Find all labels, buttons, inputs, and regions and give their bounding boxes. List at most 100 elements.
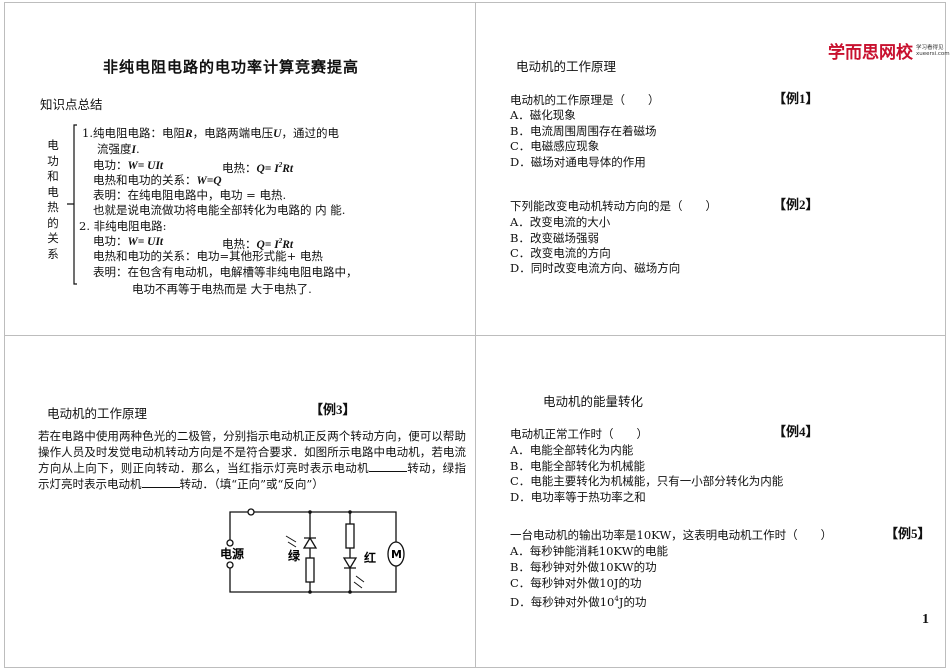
vertical-char: 电 bbox=[47, 184, 59, 199]
pure-work: 电功：W= UIt bbox=[93, 158, 163, 173]
q2-option-b: B．改变磁场强弱 bbox=[510, 231, 599, 245]
vertical-char: 系 bbox=[47, 246, 59, 261]
slide2-heading: 电动机的工作原理 bbox=[516, 59, 617, 74]
text: 电热和电功的关系： bbox=[93, 173, 197, 187]
text: 1.纯电阻电路：电阻 bbox=[82, 126, 185, 140]
q1-option-b: B．电流周围周围存在着磁场 bbox=[510, 124, 657, 138]
junction bbox=[308, 590, 312, 594]
text: D．每秒钟对外做10 bbox=[510, 594, 615, 609]
nonpure-note-2: 电功不再等于电热而是 大于电热了. bbox=[132, 282, 312, 296]
q4-option-a: A．电能全部转化为内能 bbox=[510, 443, 634, 457]
q2-option-c: C．改变电流的方向 bbox=[510, 246, 611, 260]
vertical-char: 关 bbox=[47, 231, 59, 245]
brace bbox=[67, 124, 77, 285]
nonpure-note-1: 表明：在包含有电动机，电解槽等非纯电阻电路中， bbox=[93, 265, 358, 279]
vertical-label: 电 功 和 电 热 的 关 系 bbox=[46, 138, 60, 262]
vertical-char: 和 bbox=[47, 169, 59, 183]
nonpure-heat: 电热：Q= I2Rt bbox=[222, 234, 293, 252]
q5-stem: 一台电动机的输出功率是10KW，这表明电动机工作时（ ） bbox=[510, 528, 833, 542]
q2-tag: 【例2】 bbox=[773, 197, 819, 212]
formula: W= UIt bbox=[127, 160, 164, 172]
junction bbox=[348, 510, 352, 514]
junction bbox=[348, 590, 352, 594]
nonpure-work: 电功：W= UIt bbox=[93, 234, 163, 249]
q4-stem: 电动机正常工作时（ ） bbox=[510, 427, 648, 441]
text: 电热： bbox=[222, 236, 257, 251]
q1-stem: 电动机的工作原理是（ ） bbox=[510, 93, 660, 107]
q4-option-b: B．电能全部转化为机械能 bbox=[510, 459, 645, 473]
text: 电功： bbox=[93, 158, 128, 172]
q4-option-d: D．电功率等于热功率之和 bbox=[510, 490, 646, 504]
text: 流强度 bbox=[97, 142, 132, 156]
pure-note-1: 表明：在纯电阻电路中，电功 = 电热. bbox=[93, 188, 287, 202]
label-green: 绿 bbox=[288, 548, 301, 563]
formula-sup: 2 bbox=[278, 237, 283, 245]
text: J的功 bbox=[618, 594, 647, 609]
motor-label: M bbox=[391, 548, 402, 561]
q4-option-c: C．电能主要转化为机械能，只有一小部分转化为内能 bbox=[510, 474, 784, 488]
q1-option-a: A．磁化现象 bbox=[510, 108, 576, 122]
label-power-source: 电源 bbox=[220, 546, 244, 561]
q5-tag: 【例5】 bbox=[885, 526, 931, 541]
pure-line-1: 1.纯电阻电路：电阻R，电路两端电压U，通过的电 bbox=[82, 126, 339, 141]
pure-note-2: 也就是说电流做功将电能全部转化为电路的 内 能. bbox=[93, 203, 346, 217]
ex3-paragraph: 若在电路中使用两种色光的二极管，分别指示电动机正反两个转动方向，便可以帮助操作人… bbox=[38, 428, 466, 492]
vertical-char: 热 bbox=[47, 200, 59, 214]
q1-option-d: D．磁场对通电导体的作用 bbox=[510, 155, 646, 169]
text: ，通过的电 bbox=[281, 126, 339, 140]
pure-heat: 电热：Q= I2Rt bbox=[222, 158, 293, 176]
vertical-char: 电 bbox=[47, 138, 59, 152]
q2-option-a: A．改变电流的大小 bbox=[510, 215, 611, 229]
q4-tag: 【例4】 bbox=[773, 424, 819, 439]
symbol-i: I bbox=[131, 144, 136, 156]
q5-option-b: B．每秒钟对外做10KW的功 bbox=[510, 560, 657, 574]
slide-title: 非纯电阻电路的电功率计算竞赛提高 bbox=[103, 58, 360, 76]
superscript: 4 bbox=[614, 595, 619, 603]
formula-sup: 2 bbox=[278, 161, 283, 169]
formula: W= UIt bbox=[127, 236, 164, 248]
page-number: 1 bbox=[922, 612, 929, 627]
ex3-tag: 【例3】 bbox=[310, 402, 356, 417]
answer-blank-1[interactable] bbox=[368, 460, 407, 472]
slide4-heading: 电动机的能量转化 bbox=[543, 394, 644, 409]
q5-option-d: D．每秒钟对外做104J的功 bbox=[510, 592, 646, 609]
text: 电功： bbox=[93, 234, 128, 248]
text: 电热： bbox=[222, 160, 257, 175]
nonpure-relation: 电热和电功的关系：电功=其他形式能+ 电热 bbox=[93, 249, 323, 263]
text: 转动．（填“正向”或“反向”） bbox=[179, 477, 324, 491]
q5-option-a: A．每秒钟能消耗10KW的电能 bbox=[510, 544, 668, 558]
logo-url: xueersi.com bbox=[916, 50, 950, 57]
formula: W=Q bbox=[196, 175, 222, 187]
logo-text: 学而思网校 bbox=[828, 43, 913, 63]
slide-4 bbox=[475, 335, 946, 668]
nonpure-heading: 2. 非纯电阻电路: bbox=[79, 219, 167, 233]
text: 若在电路中使用两种色光的二极管，分别指示电动机正反两个转动方向，便可以帮助操作人… bbox=[38, 429, 466, 475]
formula: Rt bbox=[282, 238, 294, 251]
text: 转动，绿指示灯亮时表示电动机 bbox=[38, 461, 466, 491]
vertical-char: 的 bbox=[47, 215, 59, 230]
q5-option-c: C．每秒钟对外做10J的功 bbox=[510, 576, 642, 590]
pure-relation: 电热和电功的关系：W=Q bbox=[93, 173, 222, 188]
symbol-u: U bbox=[273, 128, 282, 140]
logo-slogan: 学习看得见 bbox=[916, 44, 944, 51]
formula: Q= I bbox=[256, 238, 279, 251]
label-red: 红 bbox=[364, 550, 376, 565]
q2-option-d: D．同时改变电流方向、磁场方向 bbox=[510, 261, 681, 275]
q2-stem: 下列能改变电动机转动方向的是（ ） bbox=[510, 199, 717, 213]
junction bbox=[308, 510, 312, 514]
pure-line-2: 流强度I. bbox=[97, 142, 140, 157]
slide-3 bbox=[4, 335, 476, 668]
q1-tag: 【例1】 bbox=[773, 91, 819, 106]
answer-blank-2[interactable] bbox=[141, 476, 180, 488]
q1-option-c: C．电磁感应现象 bbox=[510, 139, 600, 153]
symbol-r: R bbox=[184, 128, 193, 140]
section-heading: 知识点总结 bbox=[40, 97, 103, 112]
vertical-char: 功 bbox=[47, 153, 59, 168]
formula: Rt bbox=[282, 162, 294, 175]
text: ，电路两端电压 bbox=[192, 126, 274, 140]
formula: Q= I bbox=[256, 162, 279, 175]
text: . bbox=[135, 142, 140, 156]
circuit-diagram: 电源 绿 红 M bbox=[220, 508, 405, 594]
